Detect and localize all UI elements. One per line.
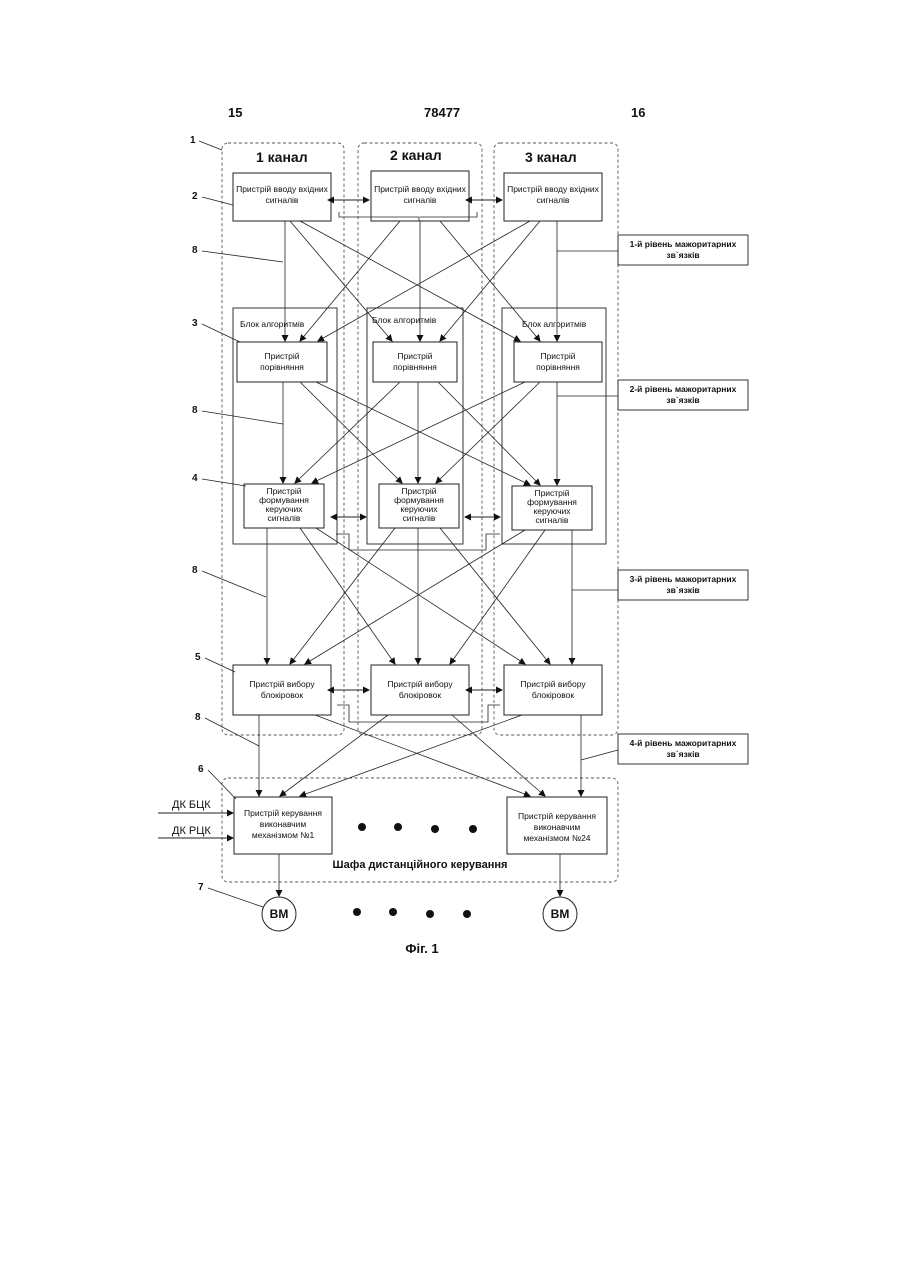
level-4-leader <box>581 750 618 760</box>
ref-8-d: 8 <box>195 712 201 723</box>
comparison-device-1-label: Пристрій <box>264 351 299 361</box>
level-1-label: 1-й рівень мажоритарних <box>630 239 737 249</box>
page-number-right: 16 <box>631 105 645 120</box>
actuator-control-device-1-label: Пристрій керування <box>244 808 322 818</box>
ref-6: 6 <box>198 764 204 775</box>
forming-device-1-label-4: сигналів <box>268 513 301 523</box>
ellipsis-dots-actuators <box>353 908 471 918</box>
input-dk-bck-label: ДК БЦК <box>172 799 211 811</box>
input-device-3-label: Пристрій вводу вхідних <box>507 184 600 194</box>
ref-7-leader <box>208 888 263 907</box>
interlock-device-1-label-2: блокіровок <box>261 690 303 700</box>
level-3-connections <box>267 528 572 664</box>
interlock-device-3-label-2: блокіровок <box>532 690 574 700</box>
ref-8-b: 8 <box>192 405 198 416</box>
comparison-device-3-label-2: порівняння <box>536 362 580 372</box>
algorithm-block-2-label: Блок алгоритмів <box>372 315 437 325</box>
ref-3: 3 <box>192 318 198 329</box>
ref-3-leader <box>202 324 240 342</box>
ref-8-b-leader <box>202 411 283 424</box>
ref-5: 5 <box>195 652 201 663</box>
interlock-device-2-label-2: блокіровок <box>399 690 441 700</box>
channel-1-title: 1 канал <box>256 149 308 165</box>
level-2-label-2: зв`язків <box>666 395 699 405</box>
actuator-control-device-1-label-2: виконавчим <box>260 819 307 829</box>
input-device-1-label: Пристрій вводу вхідних <box>236 184 329 194</box>
ref-1-leader <box>199 141 222 150</box>
ref-7: 7 <box>198 882 204 893</box>
interlock-device-1-label: Пристрій вибору <box>249 679 315 689</box>
ref-2: 2 <box>192 191 198 202</box>
patent-number: 78477 <box>424 105 460 120</box>
ref-8-d-leader <box>205 718 259 746</box>
ref-8-c: 8 <box>192 565 198 576</box>
level-4-connections <box>259 715 581 796</box>
input-device-3-label-2: сигналів <box>537 195 570 205</box>
level-2-connections <box>283 382 557 485</box>
input-device-1-label-2: сигналів <box>266 195 299 205</box>
cabinet-label: Шафа дистанційного керування <box>333 859 508 871</box>
level-3-label-2: зв`язків <box>666 585 699 595</box>
channel-3-region <box>494 143 618 735</box>
page-number-left: 15 <box>228 105 242 120</box>
ref-4: 4 <box>192 473 198 484</box>
level-3-label: 3-й рівень мажоритарних <box>630 574 737 584</box>
forming-device-2-label-4: сигналів <box>403 513 436 523</box>
input-device-2-label-2: сигналів <box>404 195 437 205</box>
actuator-24-label: ВМ <box>551 907 570 921</box>
input-device-2-label: Пристрій вводу вхідних <box>374 184 467 194</box>
ref-8-c-leader <box>202 571 266 597</box>
ellipsis-dots-cabinet <box>358 823 477 833</box>
ref-5-leader <box>205 658 235 672</box>
figure-caption: Фіг. 1 <box>405 941 438 956</box>
comparison-device-1-label-2: порівняння <box>260 362 304 372</box>
actuator-control-device-24-label-3: механізмом №24 <box>523 833 590 843</box>
ref-2-leader <box>202 197 233 205</box>
comparison-device-3-label: Пристрій <box>540 351 575 361</box>
level-4-label-2: зв`язків <box>666 749 699 759</box>
actuator-control-device-24-label-2: виконавчим <box>534 822 581 832</box>
actuator-control-device-24-label: Пристрій керування <box>518 811 596 821</box>
channel-3-title: 3 канал <box>525 149 577 165</box>
algorithm-block-3-label: Блок алгоритмів <box>522 319 587 329</box>
actuator-1-label: ВМ <box>270 907 289 921</box>
comparison-device-2-label: Пристрій <box>397 351 432 361</box>
comparison-device-2-label-2: порівняння <box>393 362 437 372</box>
input-dk-rck-label: ДК РЦК <box>172 825 211 837</box>
ref-1: 1 <box>190 135 196 146</box>
level-4-label: 4-й рівень мажоритарних <box>630 738 737 748</box>
level-2-label: 2-й рівень мажоритарних <box>630 384 737 394</box>
interlock-device-2-label: Пристрій вибору <box>387 679 453 689</box>
ref-8-a-leader <box>202 251 283 262</box>
actuator-control-device-1-label-3: механізмом №1 <box>252 830 315 840</box>
interlock-device-3-label: Пристрій вибору <box>520 679 586 689</box>
channel-2-title: 2 канал <box>390 147 442 163</box>
ref-4-leader <box>202 479 246 486</box>
ref-8-a: 8 <box>192 245 198 256</box>
algorithm-block-1-label: Блок алгоритмів <box>240 319 305 329</box>
forming-device-3-label-4: сигналів <box>536 515 569 525</box>
level-1-label-2: зв`язків <box>666 250 699 260</box>
